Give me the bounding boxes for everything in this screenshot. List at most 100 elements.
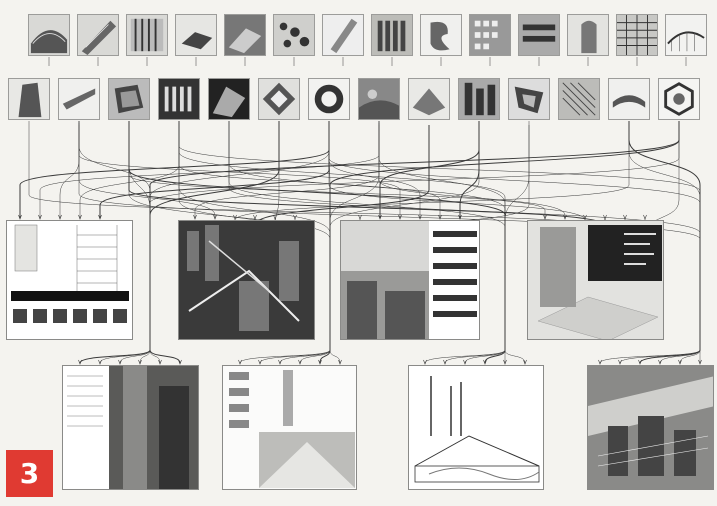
connector-line [238,359,242,365]
precedent-thumbnail [273,14,315,56]
connector-line [418,214,422,220]
connector-line [543,214,547,220]
connector-line [178,121,701,364]
precedent-thumbnail [371,14,413,56]
precedent-thumbnail [420,14,462,56]
connector-line [138,359,142,365]
precedent-thumbnail [208,78,250,120]
precedent-thumbnail [518,14,560,56]
connector-line [78,121,216,218]
connector-line [18,214,22,220]
connector-line [178,121,441,218]
connector-line [328,121,341,364]
connector-line [658,359,662,365]
connector-line [598,359,602,365]
precedent-thumbnail [658,78,700,120]
connector-line [178,359,182,365]
connector-line [623,214,627,220]
precedent-thumbnail [28,14,70,56]
connector-line [443,359,447,365]
connector-line [328,121,701,363]
connector-line [603,214,607,220]
connector-line [158,359,162,365]
connector-line [458,214,462,220]
connector-line [273,214,277,220]
connector-line [228,121,506,364]
connector-line [253,214,257,220]
connector-line [523,359,527,365]
connector-line [78,123,401,218]
precedent-thumbnail [158,78,200,120]
precedent-thumbnail [175,14,217,56]
project-image-tower [67,366,198,489]
connector-line [438,214,442,220]
connector-line [79,121,680,364]
connector-line [233,214,237,220]
project-panel [408,365,544,490]
connector-line [503,359,507,365]
precedent-thumbnail [8,78,50,120]
connector-line [78,214,82,220]
connector-line [128,125,546,218]
project-image-interior [223,366,356,489]
connector-line [628,121,701,364]
connector-line [644,123,680,236]
precedent-thumbnail [608,78,650,120]
precedent-thumbnail [58,78,100,120]
project-panel [222,365,357,490]
project-panel [587,365,714,490]
connector-line [194,125,380,218]
connector-line [128,121,161,364]
project-panel [6,220,133,340]
project-drawing-section [11,224,129,323]
precedent-thumbnail [558,78,600,120]
connector-line [638,359,642,365]
precedent-thumbnail [322,14,364,56]
precedent-thumbnail [258,78,300,120]
connector-line [628,121,701,364]
precedent-thumbnail [224,14,266,56]
project-image-rooftop [341,221,477,339]
precedent-thumbnail [469,14,511,56]
precedent-thumbnail [665,14,707,56]
connector-line [483,359,487,365]
connector-line [98,359,102,365]
connector-line [378,121,566,218]
connector-line [98,214,102,220]
connector-line [398,214,402,220]
connector-line [678,359,682,365]
connector-line [278,359,282,365]
connector-line [318,359,322,365]
connector-line [698,359,702,365]
connector-line [178,121,506,364]
precedent-thumbnail [408,78,450,120]
precedent-thumbnail [458,78,500,120]
project-drawing-diagram [414,376,540,483]
precedent-thumbnail [108,78,150,120]
precedent-thumbnail [77,14,119,56]
project-panel [527,220,664,340]
project-panel [62,365,199,490]
connector-line [128,125,606,226]
project-panel [178,220,315,340]
connector-line [78,359,82,365]
project-image-aerial [179,221,314,339]
connector-line [504,121,530,363]
connector-line [128,121,506,364]
project-image-complex [588,366,713,489]
connector-line [178,121,331,364]
project-image-massing [528,221,663,339]
connector-line [463,359,467,365]
connector-line [213,214,217,220]
connector-line [118,359,122,365]
connector-line [293,214,297,220]
connector-line [338,359,342,365]
precedent-thumbnail [508,78,550,120]
connector-line [139,121,680,364]
connector-line [19,121,330,218]
connector-line [228,121,526,364]
connector-line [618,359,622,365]
connector-line [378,214,382,220]
connector-line [99,123,330,218]
precedent-thumbnail [567,14,609,56]
